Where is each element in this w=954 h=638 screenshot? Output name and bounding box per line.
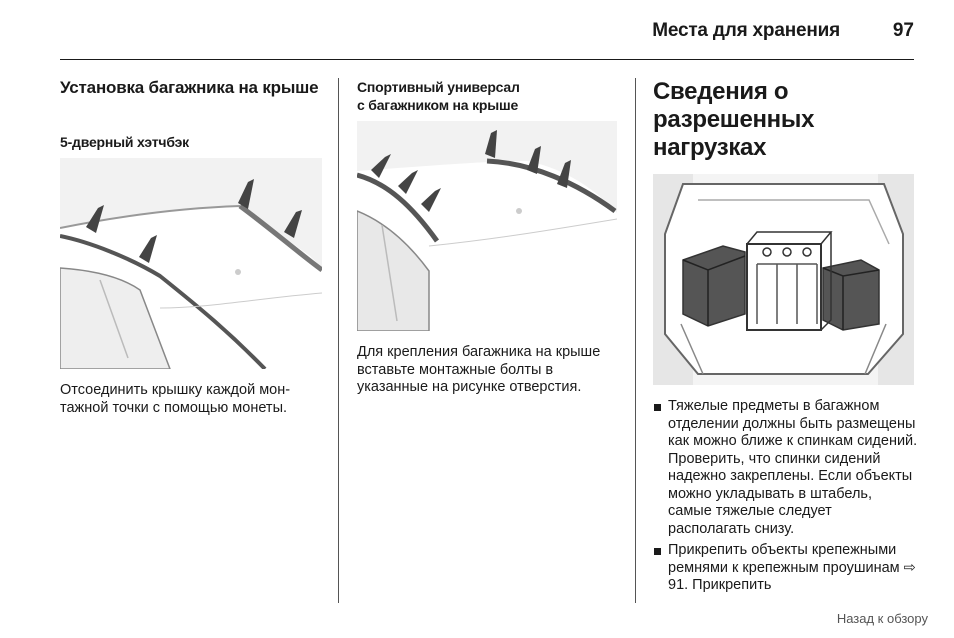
hatchback-subheading: 5-дверный хэтчбэк bbox=[60, 134, 189, 150]
page-number: 97 bbox=[892, 20, 914, 41]
load-rules-list: Тяжелые предметы в багажном отделении до… bbox=[653, 398, 918, 599]
cargo-area-illustration bbox=[653, 174, 914, 385]
hatchback-heading: Установка багажника на крыше bbox=[60, 78, 319, 97]
header-divider bbox=[60, 59, 914, 60]
wagon-instruction: Для крепления багажника на крыше вставьт… bbox=[357, 344, 601, 395]
wagon-roof-illustration bbox=[357, 121, 617, 331]
wagon-heading-line1: Спортивный универсал bbox=[357, 79, 520, 95]
hatchback-instruction: Отсоединить крышку каждой мон­тажной точ… bbox=[60, 382, 291, 416]
wagon-heading-line2: с багажником на крыше bbox=[357, 97, 519, 113]
back-to-overview-link[interactable]: Назад к обзору bbox=[836, 611, 928, 626]
list-item: Тяжелые предметы в багажном отделении до… bbox=[653, 398, 918, 538]
column-divider-2 bbox=[635, 78, 636, 603]
section-title: Места для хранения bbox=[652, 20, 840, 41]
load-info-heading: Сведения о разрешенных нагрузках bbox=[653, 78, 815, 161]
hatchback-roof-illustration bbox=[60, 158, 322, 369]
list-item: Прикрепить объекты крепеж­ными ремнями к… bbox=[653, 542, 918, 595]
column-divider-1 bbox=[338, 78, 339, 603]
